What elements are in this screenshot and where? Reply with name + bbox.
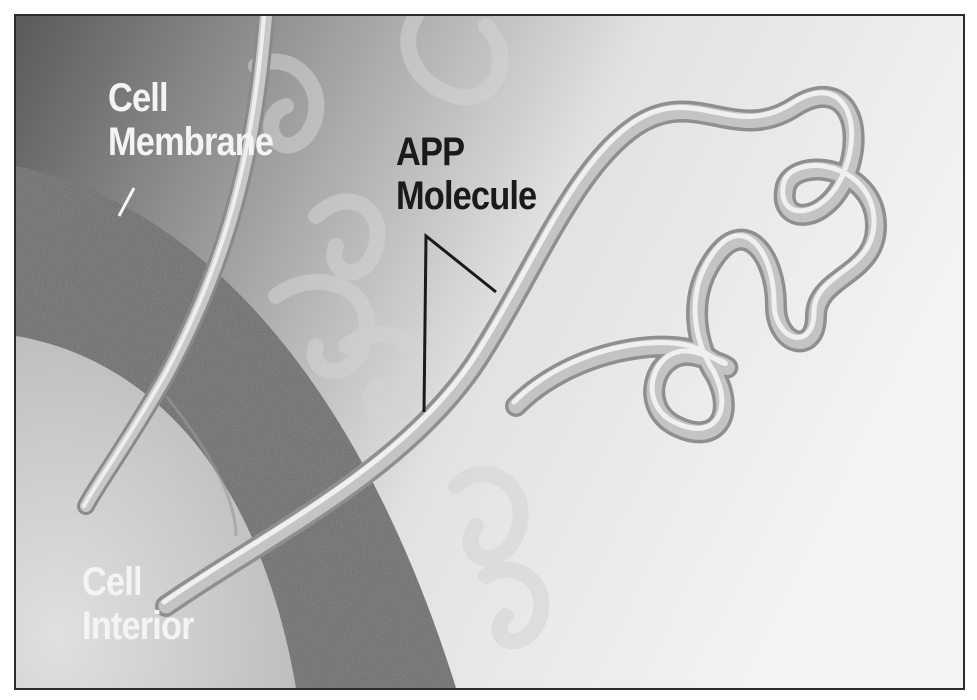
illustration-frame: Cell Membrane APP Molecule Cell Interior bbox=[14, 14, 965, 690]
cell-membrane-label: Cell Membrane bbox=[108, 76, 273, 164]
app-molecule-label-line1: APP bbox=[396, 130, 536, 174]
app-molecule-label: APP Molecule bbox=[396, 130, 536, 218]
cell-interior-label-line1: Cell bbox=[82, 560, 194, 604]
app-molecule-label-line2: Molecule bbox=[396, 174, 536, 218]
cell-membrane-label-line2: Membrane bbox=[108, 120, 273, 164]
cell-membrane-label-line1: Cell bbox=[108, 76, 273, 120]
cell-interior-label-line2: Interior bbox=[82, 604, 194, 648]
cell-interior-label: Cell Interior bbox=[82, 560, 194, 648]
